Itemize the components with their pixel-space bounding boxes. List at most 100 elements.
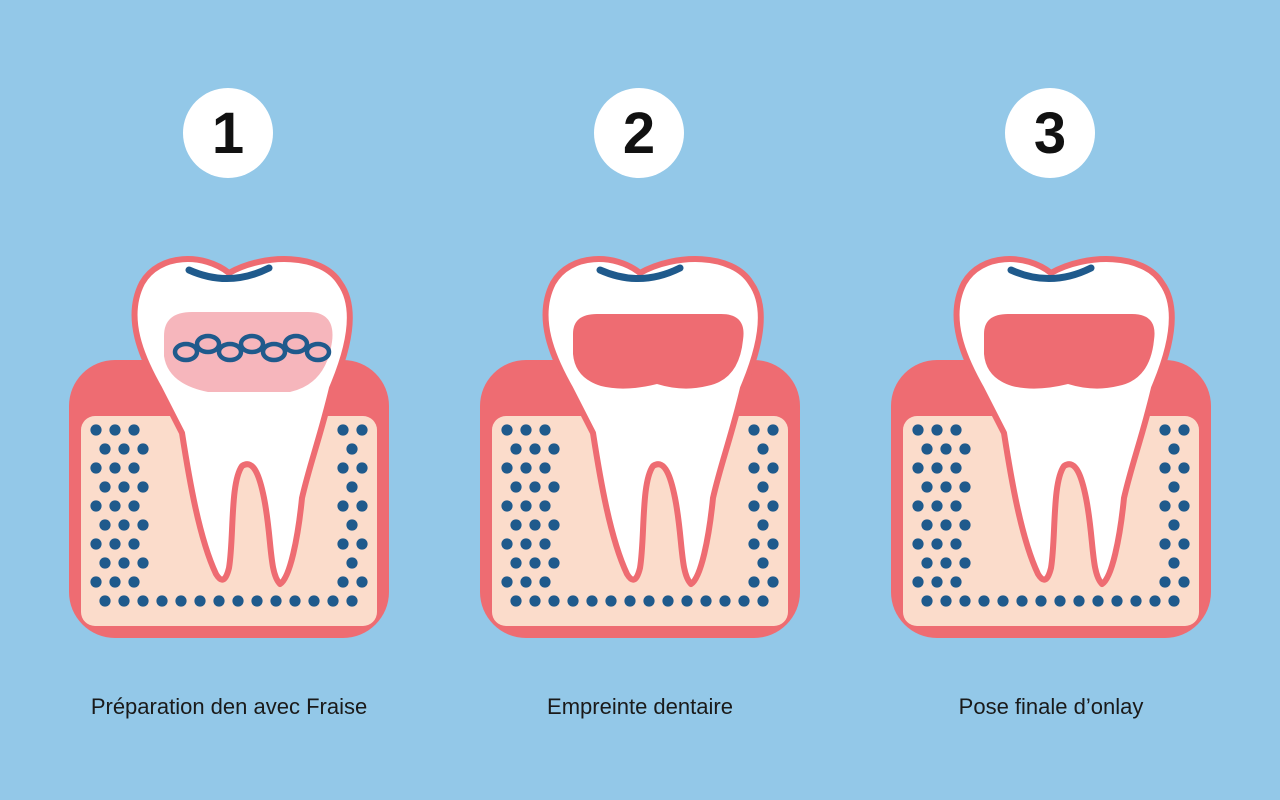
bone-dot bbox=[767, 500, 779, 512]
cavity-area bbox=[984, 314, 1155, 389]
bone-dot bbox=[90, 576, 102, 588]
bone-dot bbox=[681, 595, 693, 607]
bone-dot bbox=[337, 538, 349, 550]
bone-dot bbox=[520, 500, 532, 512]
bone-dot bbox=[251, 595, 263, 607]
tooth-groove bbox=[1007, 264, 1095, 282]
bone-dot bbox=[548, 519, 560, 531]
bone-dot bbox=[128, 424, 140, 436]
bone-dot bbox=[270, 595, 282, 607]
bone-dot bbox=[1159, 576, 1171, 588]
drill-bur-ring bbox=[194, 333, 222, 355]
bone-dot bbox=[118, 557, 130, 569]
bone-dot bbox=[921, 595, 933, 607]
bone-dot bbox=[356, 462, 368, 474]
bone-dot bbox=[539, 500, 551, 512]
bone-dot bbox=[308, 595, 320, 607]
bone-dot bbox=[1168, 481, 1180, 493]
bone-dot bbox=[921, 481, 933, 493]
bone-dot bbox=[529, 481, 541, 493]
bone-dot bbox=[959, 519, 971, 531]
bone-dot bbox=[757, 519, 769, 531]
step-caption: Empreinte dentaire bbox=[547, 694, 733, 719]
bone-dot bbox=[738, 595, 750, 607]
tooth-illustration bbox=[891, 256, 1211, 638]
bone-dot bbox=[539, 538, 551, 550]
bone-dot bbox=[912, 500, 924, 512]
bone-dot bbox=[194, 595, 206, 607]
drill-bur-ring bbox=[282, 333, 310, 355]
bone-dot bbox=[346, 595, 358, 607]
bone-dot bbox=[137, 557, 149, 569]
tooth-illustration bbox=[480, 256, 800, 638]
bone-dot bbox=[748, 576, 760, 588]
bone-dot bbox=[128, 538, 140, 550]
bone-dot bbox=[346, 519, 358, 531]
bone-dot bbox=[1159, 462, 1171, 474]
bone-dot bbox=[757, 481, 769, 493]
drill-bur-ring bbox=[304, 341, 332, 363]
bone-dot bbox=[90, 538, 102, 550]
bone-dot bbox=[1159, 538, 1171, 550]
bone-dot bbox=[1178, 538, 1190, 550]
bone-dot bbox=[1168, 519, 1180, 531]
bone-dot bbox=[99, 481, 111, 493]
bone-dot bbox=[109, 538, 121, 550]
bone-dot bbox=[337, 500, 349, 512]
step-2: 2 Empreinte dentaire bbox=[435, 0, 845, 800]
bone-dot bbox=[748, 500, 760, 512]
bone-dot bbox=[767, 424, 779, 436]
drill-bur-ring bbox=[172, 341, 200, 363]
bone-dot bbox=[931, 576, 943, 588]
bone-dot bbox=[109, 576, 121, 588]
bone-dot bbox=[1168, 443, 1180, 455]
bone-dot bbox=[156, 595, 168, 607]
bone-dot bbox=[501, 500, 513, 512]
step-number-badge: 2 bbox=[594, 88, 684, 178]
bone-dot bbox=[520, 462, 532, 474]
bone-dot bbox=[510, 595, 522, 607]
bone-dot bbox=[99, 519, 111, 531]
bone-dot bbox=[931, 462, 943, 474]
step-number-badge: 3 bbox=[1005, 88, 1095, 178]
bone-dot bbox=[109, 500, 121, 512]
bone-dot bbox=[356, 576, 368, 588]
bone-dot bbox=[940, 443, 952, 455]
bone-dot bbox=[950, 462, 962, 474]
bone-dot bbox=[940, 557, 952, 569]
bone-dot bbox=[1178, 424, 1190, 436]
bone-dot bbox=[90, 462, 102, 474]
bone-dot bbox=[356, 424, 368, 436]
bone-dot bbox=[510, 557, 522, 569]
bone-dot bbox=[548, 443, 560, 455]
bone-dot bbox=[137, 519, 149, 531]
tooth-illustration bbox=[69, 256, 389, 638]
bone-dot bbox=[605, 595, 617, 607]
bone-dot bbox=[959, 481, 971, 493]
bone-dot bbox=[1168, 595, 1180, 607]
cavity-area bbox=[573, 314, 744, 389]
bone-dot bbox=[921, 443, 933, 455]
bone-dot bbox=[959, 443, 971, 455]
bone-dot bbox=[950, 424, 962, 436]
drill-bur-ring bbox=[238, 333, 266, 355]
bone-dot bbox=[548, 557, 560, 569]
bone-dot bbox=[289, 595, 301, 607]
bone-dot bbox=[940, 481, 952, 493]
tooth-groove bbox=[185, 264, 273, 282]
bone-dot bbox=[950, 538, 962, 550]
step-caption: Préparation den avec Fraise bbox=[90, 694, 368, 719]
bone-dot bbox=[912, 576, 924, 588]
bone-dot bbox=[624, 595, 636, 607]
bone-dot bbox=[1149, 595, 1161, 607]
bone-dot bbox=[232, 595, 244, 607]
bone-dot bbox=[757, 557, 769, 569]
bone-dot bbox=[109, 424, 121, 436]
bone-dot bbox=[1178, 576, 1190, 588]
bone-dot bbox=[539, 424, 551, 436]
bone-dot bbox=[748, 462, 760, 474]
bone-dot bbox=[931, 424, 943, 436]
bone-dot bbox=[767, 576, 779, 588]
bone-dot bbox=[950, 576, 962, 588]
bone-dot bbox=[337, 424, 349, 436]
